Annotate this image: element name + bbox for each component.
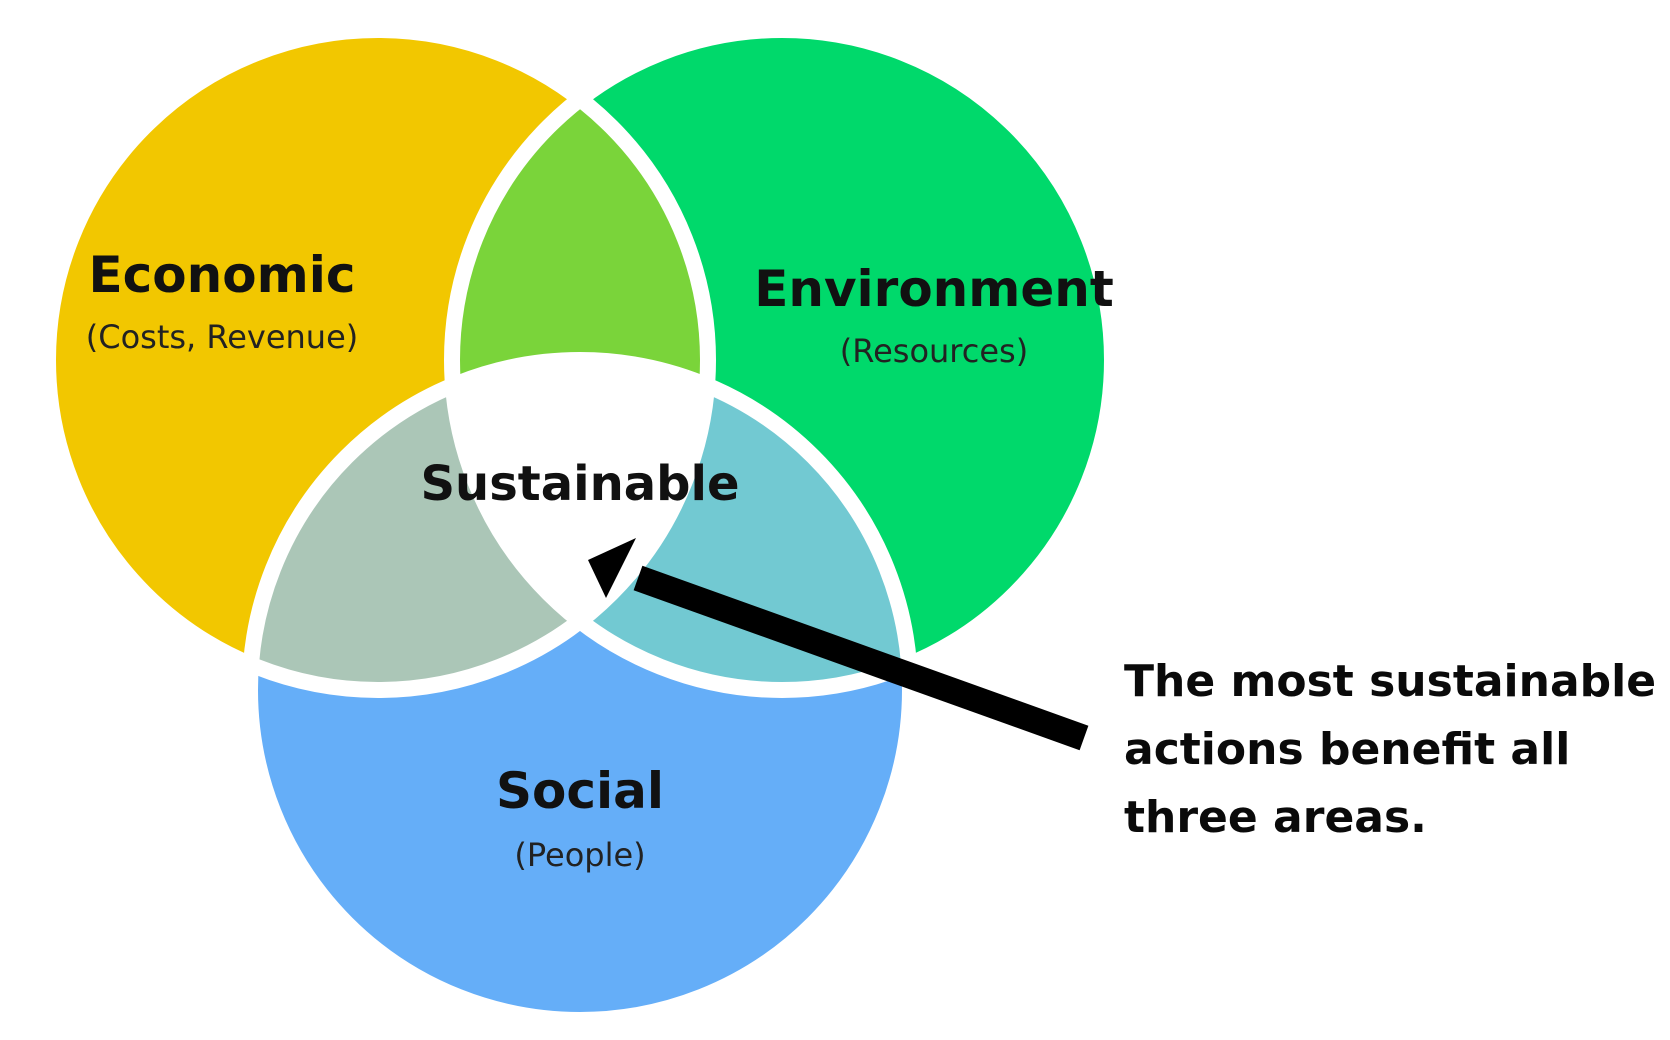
sustainable-label: Sustainable: [420, 456, 739, 512]
callout-line-1: The most sustainable: [1124, 656, 1656, 707]
economic-outline: [40, 22, 716, 698]
social-outline: [242, 352, 918, 1028]
environment-outline: [444, 22, 1120, 698]
social-subtitle: (People): [514, 836, 645, 874]
economic-subtitle: (Costs, Revenue): [86, 318, 358, 356]
callout-line-3: three areas.: [1124, 792, 1427, 843]
environment-social-overlap: [452, 360, 910, 690]
social-title: Social: [496, 762, 664, 820]
environment-subtitle: (Resources): [840, 332, 1028, 370]
callout-line-2: actions benefit all: [1124, 724, 1570, 775]
economic-social-overlap: [250, 360, 708, 690]
environment-title: Environment: [754, 260, 1114, 318]
arrow-icon: [588, 538, 1089, 751]
economic-title: Economic: [89, 246, 356, 304]
